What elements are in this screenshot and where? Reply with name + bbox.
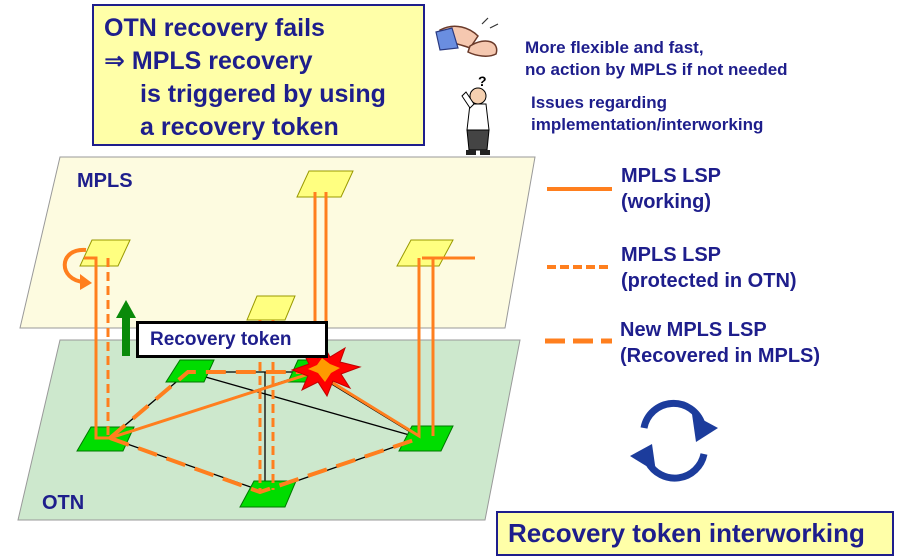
note-flexible: More flexible and fast, no action by MPL… bbox=[525, 37, 788, 81]
headline-line3: is triggered by using bbox=[140, 80, 386, 108]
note-flexible-line2: no action by MPLS if not needed bbox=[525, 60, 788, 79]
legend-working-line2: (working) bbox=[621, 191, 711, 213]
headline-line1: OTN recovery fails bbox=[104, 14, 325, 42]
legend-protected-line1: MPLS LSP bbox=[621, 244, 722, 266]
note-issues-line1: Issues regarding bbox=[531, 93, 668, 112]
mpls-plane bbox=[19, 156, 536, 329]
legend-protected-line2: (protected in OTN) bbox=[621, 270, 797, 292]
recovery-token-label: Recovery token bbox=[136, 321, 328, 358]
otn-plane-label: OTN bbox=[42, 492, 85, 514]
mpls-node bbox=[246, 295, 296, 321]
mpls-plane-label: MPLS bbox=[77, 170, 133, 192]
puzzled-man-icon: ? bbox=[461, 73, 490, 155]
note-issues: Issues regarding implementation/interwor… bbox=[531, 92, 763, 136]
rotate-arrow-icon bbox=[62, 247, 92, 290]
note-issues-line2: implementation/interworking bbox=[531, 115, 764, 134]
otn-plane bbox=[17, 339, 521, 521]
legend-working: MPLS LSP (working) bbox=[621, 163, 721, 215]
legend-recovered-line2: (Recovered in MPLS) bbox=[620, 345, 821, 367]
up-arrow-icon bbox=[116, 300, 136, 356]
mpls-node bbox=[296, 170, 354, 198]
legend-protected: MPLS LSP (protected in OTN) bbox=[621, 242, 797, 294]
headline-line2: ⇒ MPLS recovery bbox=[104, 47, 313, 75]
legend-recovered-line1: New MPLS LSP bbox=[620, 319, 767, 341]
recovered-lsp bbox=[108, 370, 421, 495]
headline-box: OTN recovery fails ⇒ MPLS recovery is tr… bbox=[92, 4, 425, 146]
footer-title: Recovery token interworking bbox=[496, 511, 894, 556]
svg-text:?: ? bbox=[478, 73, 487, 89]
legend-recovered: New MPLS LSP (Recovered in MPLS) bbox=[620, 317, 820, 369]
otn-node bbox=[239, 480, 297, 508]
note-flexible-line1: More flexible and fast, bbox=[525, 38, 704, 57]
legend-working-line1: MPLS LSP bbox=[621, 165, 722, 187]
clapping-hands-icon bbox=[435, 17, 499, 57]
headline-line4: a recovery token bbox=[140, 113, 339, 141]
